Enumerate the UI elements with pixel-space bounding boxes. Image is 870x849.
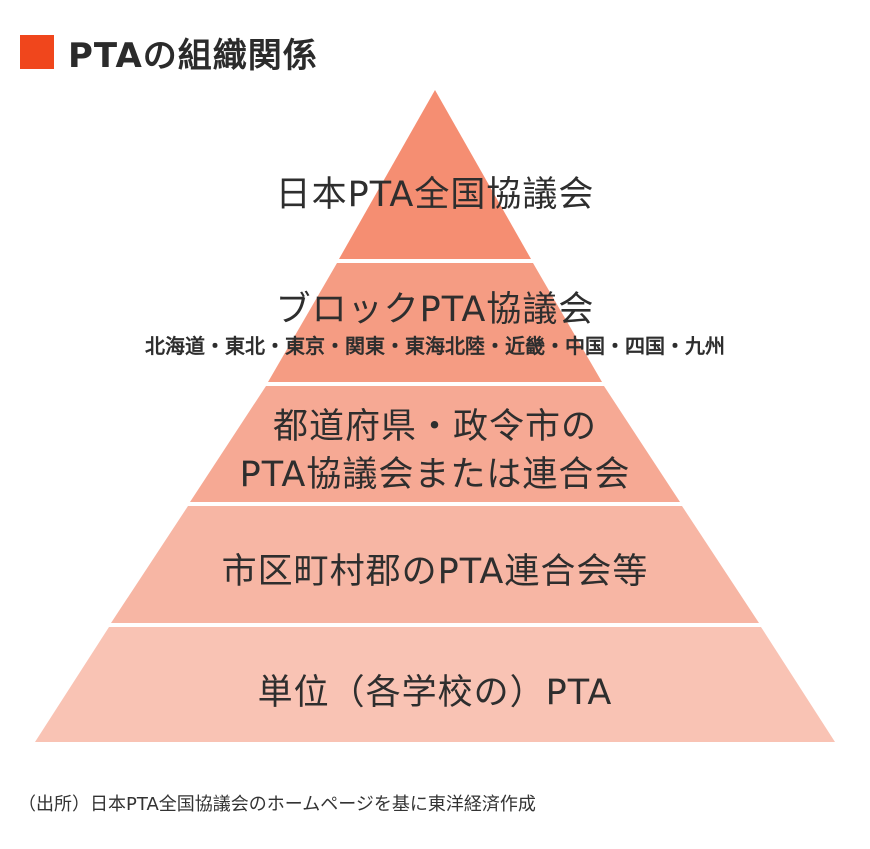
source-note: （出所）日本PTA全国協議会のホームページを基に東洋経済作成 [18, 794, 536, 815]
pyramid-level-3 [190, 386, 680, 502]
pyramid-level-5 [35, 627, 835, 742]
level-2-label: ブロックPTA協議会 [275, 290, 595, 330]
level-3-label-line2: PTA協議会または連合会 [239, 455, 631, 495]
level-4-label: 市区町村郡のPTA連合会等 [221, 552, 649, 592]
level-1-label: 日本PTA全国協議会 [275, 175, 595, 215]
level-5-label: 単位（各学校の）PTA [257, 673, 613, 713]
title-marker-square [20, 35, 54, 69]
diagram-title: PTAの組織関係 [20, 30, 318, 76]
title-text: PTAの組織関係 [68, 35, 318, 76]
level-2-detail: 北海道・東北・東京・関東・東海北陸・近畿・中国・四国・九州 [145, 334, 725, 358]
level-3-label-line1: 都道府県・政令市の [272, 407, 597, 447]
pyramid-level-2 [268, 263, 602, 382]
pyramid-level-4 [111, 506, 759, 623]
pyramid-level-1 [339, 90, 531, 259]
